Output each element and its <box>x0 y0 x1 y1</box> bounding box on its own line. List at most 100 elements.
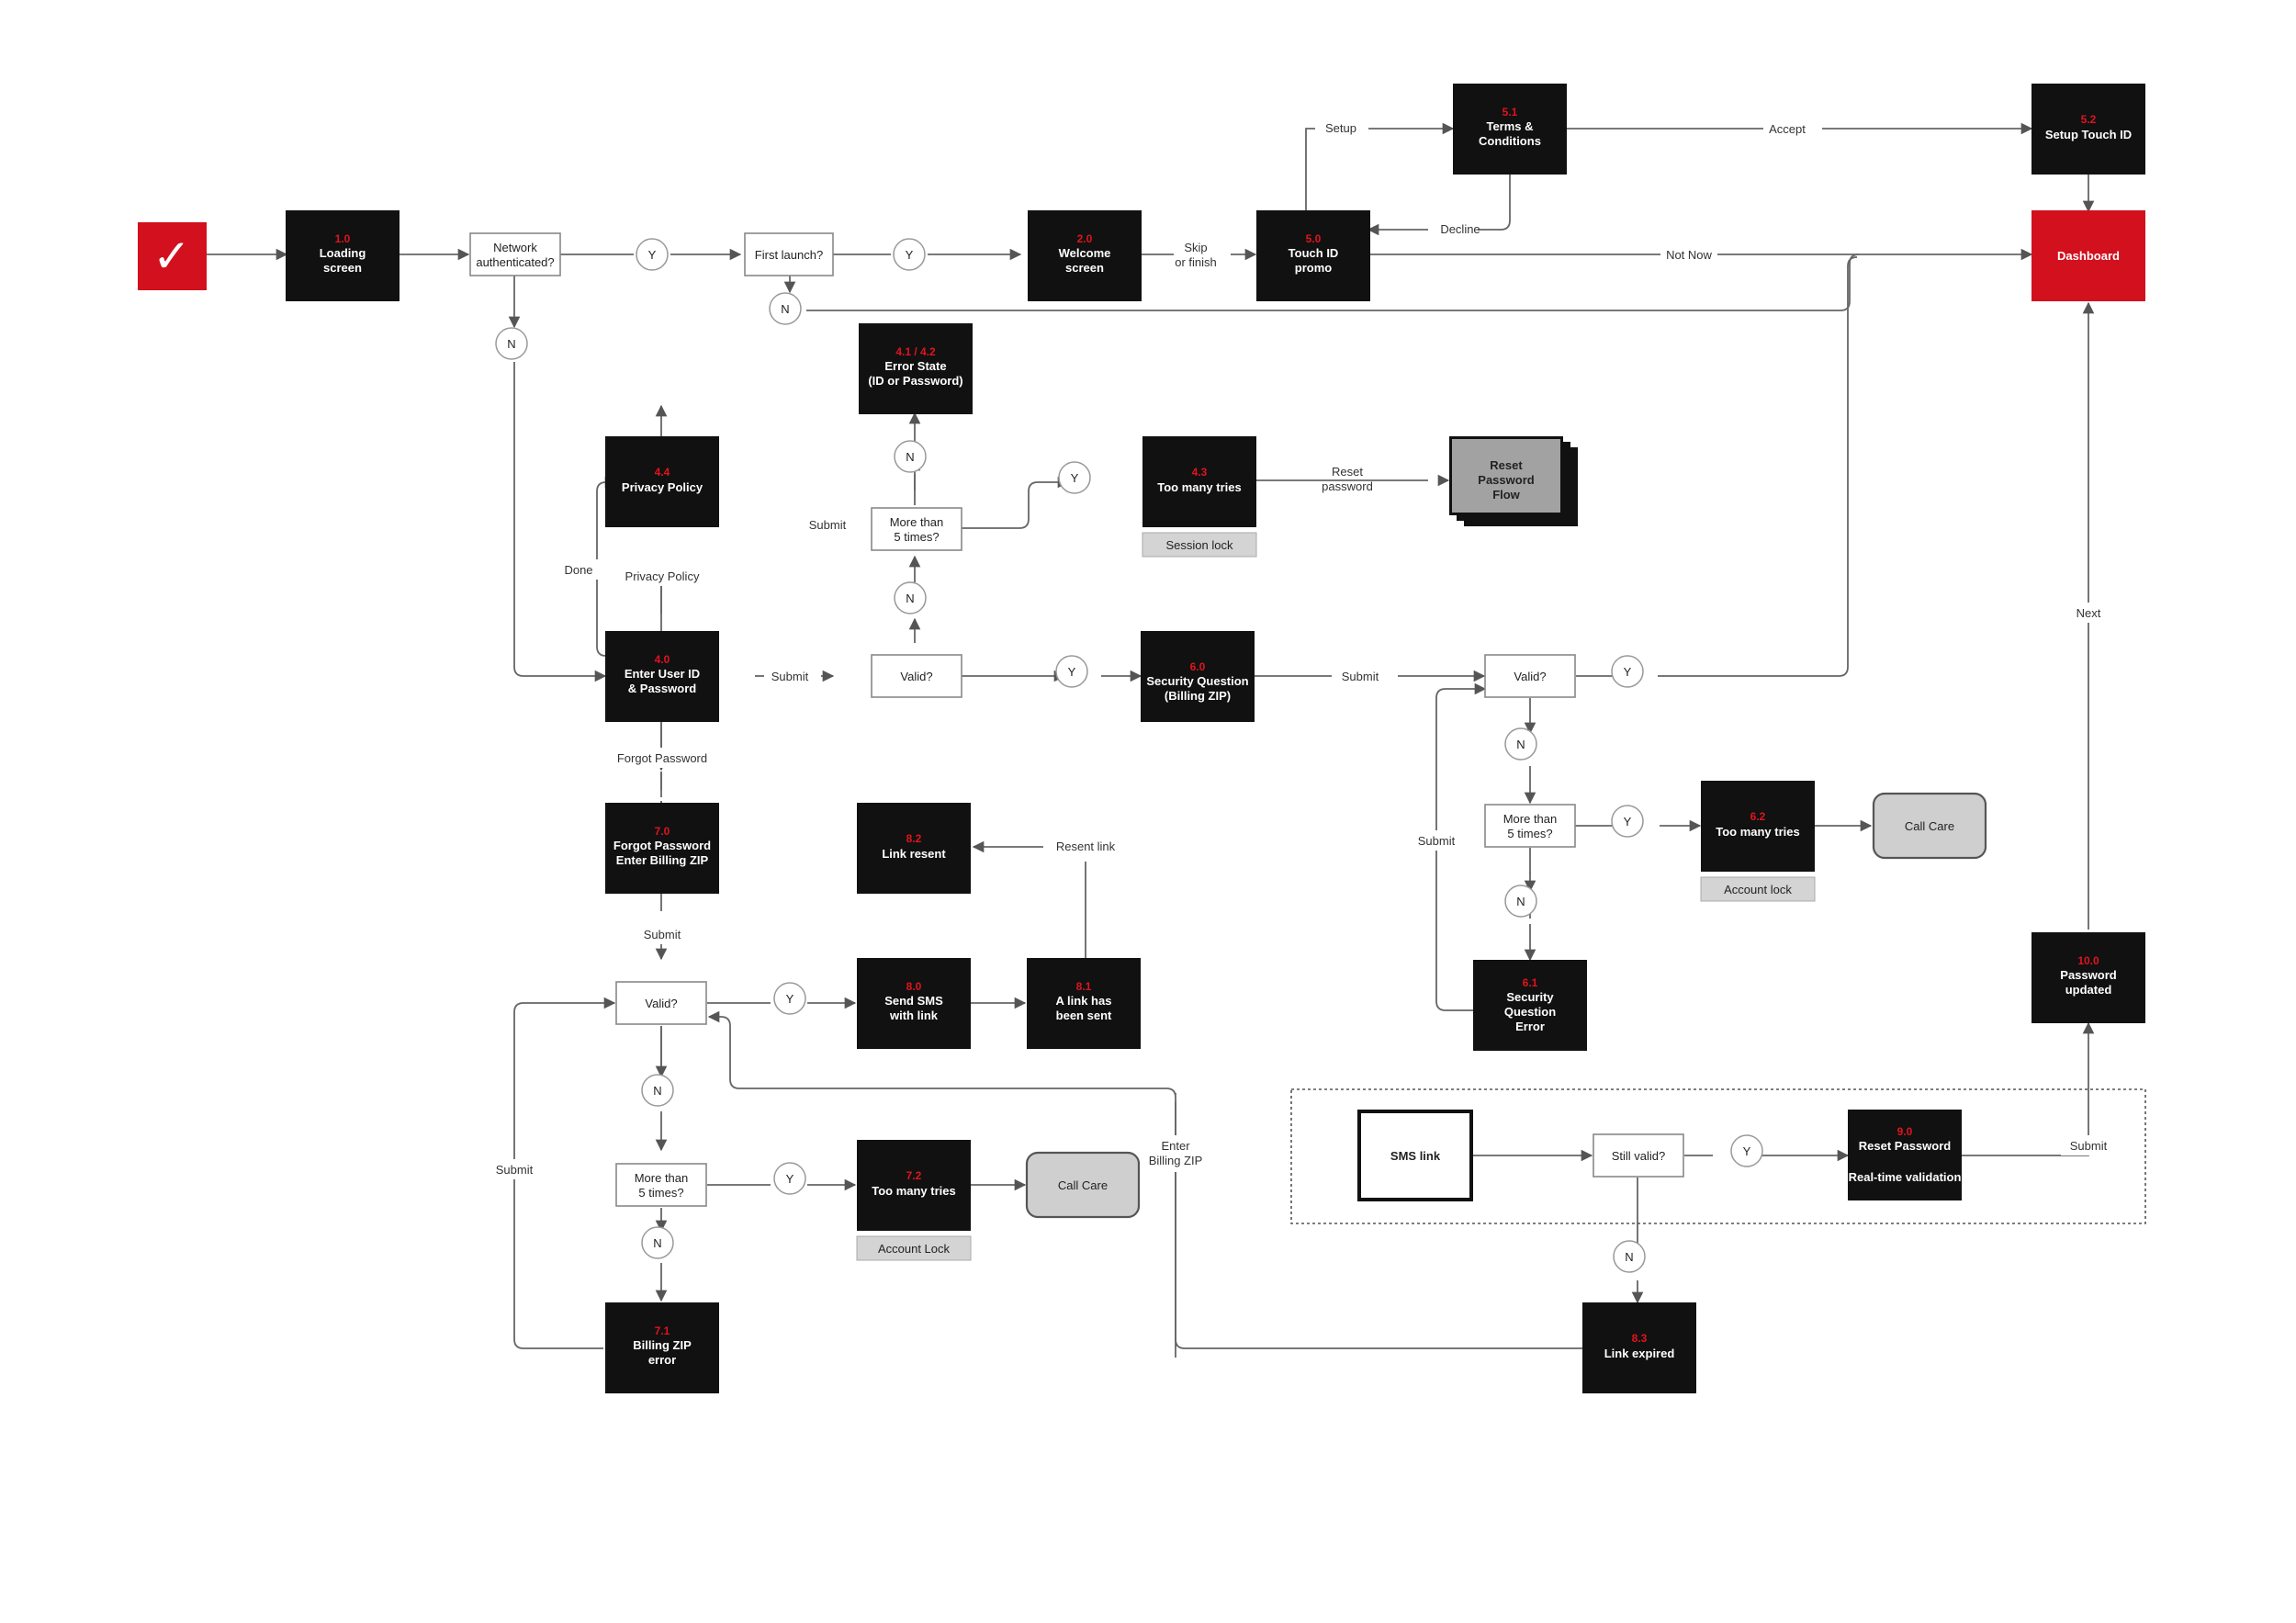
no-label: N <box>906 450 914 464</box>
decision-more-than-5-login[interactable]: More than 5 times? <box>871 507 962 551</box>
edge-label-submit: Submit <box>2070 1139 2108 1153</box>
screen-node-4-4[interactable]: 4.4 Privacy Policy <box>605 436 719 527</box>
decision-network-authenticated[interactable]: Network authenticated? <box>469 232 561 276</box>
edge-label-next: Next <box>2077 606 2101 620</box>
checkmark-icon: ✓ <box>152 230 191 283</box>
node-label: & Password <box>628 682 696 695</box>
screen-node-9-0[interactable]: 9.0 Reset Password Real-time validation <box>1848 1110 1962 1200</box>
no-circle: N <box>894 581 927 614</box>
no-circle: N <box>641 1226 674 1259</box>
session-lock-tag: Session lock <box>1142 532 1257 558</box>
screen-node-6-2[interactable]: 6.2 Too many tries <box>1701 781 1815 872</box>
node-number: 4.0 <box>655 653 670 666</box>
node-label: Password <box>1478 473 1534 487</box>
decision-first-launch[interactable]: First launch? <box>744 232 834 276</box>
node-label: Welcome <box>1059 246 1111 260</box>
node-label: Conditions <box>1479 134 1541 148</box>
node-label: updated <box>2065 983 2112 997</box>
decision-more-than-5-zip[interactable]: More than 5 times? <box>615 1163 707 1207</box>
node-label: SMS link <box>1390 1149 1441 1163</box>
screen-node-5-2[interactable]: 5.2 Setup Touch ID <box>2032 84 2145 175</box>
connectors <box>206 122 2095 1358</box>
decision-valid-security[interactable]: Valid? <box>1484 654 1576 698</box>
decision-label: More than <box>890 515 944 529</box>
node-label: Billing ZIP <box>633 1338 692 1352</box>
decision-label: More than <box>635 1171 689 1185</box>
screen-node-7-2[interactable]: 7.2 Too many tries <box>857 1140 971 1231</box>
edge-label-skip: Skip <box>1184 241 1207 254</box>
node-label: Touch ID <box>1289 246 1339 260</box>
yes-circle: Y <box>1055 655 1088 688</box>
node-number: 2.0 <box>1077 232 1093 245</box>
screen-node-6-1[interactable]: 6.1 Security Question Error <box>1473 960 1587 1051</box>
yes-label: Y <box>906 248 914 262</box>
node-label: Setup Touch ID <box>2045 128 2132 141</box>
no-circle: N <box>1504 727 1537 761</box>
yes-circle: Y <box>1730 1134 1763 1167</box>
call-care-button[interactable]: Call Care <box>1872 792 1987 860</box>
node-label: Reset Password <box>1859 1139 1951 1153</box>
node-label: Flow <box>1492 488 1520 502</box>
screen-node-5-0[interactable]: 5.0 Touch ID promo <box>1256 210 1370 301</box>
node-label: Send SMS <box>884 994 943 1008</box>
node-label: Forgot Password <box>613 839 711 852</box>
yes-label: Y <box>786 992 794 1006</box>
node-number: 10.0 <box>2077 954 2099 967</box>
no-circle: N <box>769 292 802 325</box>
call-care-button-2[interactable]: Call Care <box>1025 1151 1141 1219</box>
edge-label-accept: Accept <box>1769 122 1806 136</box>
screen-node-10-0[interactable]: 10.0 Password updated <box>2032 932 2145 1023</box>
decision-valid-login[interactable]: Valid? <box>871 654 962 698</box>
screen-node-4-3[interactable]: 4.3 Too many tries <box>1142 436 1256 527</box>
node-label: Enter Billing ZIP <box>616 853 709 867</box>
node-number: 8.3 <box>1632 1332 1648 1345</box>
screen-node-5-1[interactable]: 5.1 Terms & Conditions <box>1453 84 1567 175</box>
screen-node-8-0[interactable]: 8.0 Send SMS with link <box>857 958 971 1049</box>
screen-node-1-0[interactable]: 1.0 Loading screen <box>286 210 400 301</box>
node-label: Terms & <box>1486 119 1533 133</box>
edge-label-submit: Submit <box>771 670 809 683</box>
reset-password-flow-stack[interactable]: Reset Password Flow <box>1449 436 1578 526</box>
node-label: Too many tries <box>1716 825 1800 839</box>
no-label: N <box>507 337 515 351</box>
screen-node-4-1-4-2[interactable]: 4.1 / 4.2 Error State (ID or Password) <box>859 323 973 414</box>
screen-node-8-3[interactable]: 8.3 Link expired <box>1582 1302 1696 1393</box>
no-label: N <box>1516 895 1525 908</box>
screen-node-7-1[interactable]: 7.1 Billing ZIP error <box>605 1302 719 1393</box>
edge-label-not-now: Not Now <box>1666 248 1712 262</box>
screen-node-6-0[interactable]: 6.0 Security Question (Billing ZIP) <box>1141 631 1255 722</box>
screen-node-4-0[interactable]: 4.0 Enter User ID & Password <box>605 631 719 722</box>
node-label: Security <box>1506 990 1554 1004</box>
edge-label-reset-password: password <box>1322 479 1373 493</box>
node-number: 6.1 <box>1523 976 1538 989</box>
node-label: Question <box>1504 1005 1556 1019</box>
yes-label: Y <box>1071 471 1079 485</box>
dashboard-node[interactable]: Dashboard <box>2032 210 2145 301</box>
no-label: N <box>906 592 914 605</box>
account-lock-tag-2: Account Lock <box>856 1235 972 1261</box>
node-label: error <box>648 1353 676 1367</box>
screen-node-7-0[interactable]: 7.0 Forgot Password Enter Billing ZIP <box>605 803 719 894</box>
yes-label: Y <box>1743 1144 1751 1158</box>
decision-label: Network <box>493 241 537 254</box>
node-label: been sent <box>1056 1009 1112 1022</box>
node-label: screen <box>1065 261 1104 275</box>
decision-still-valid[interactable]: Still valid? <box>1593 1133 1684 1178</box>
yes-circle: Y <box>636 238 669 271</box>
yes-label: Y <box>786 1172 794 1186</box>
sms-link-node[interactable]: SMS link <box>1357 1110 1473 1201</box>
node-label: Security Question <box>1146 674 1248 688</box>
node-number: 8.0 <box>906 980 922 993</box>
decision-label: Valid? <box>645 997 677 1010</box>
decision-more-than-5-security[interactable]: More than 5 times? <box>1484 804 1576 848</box>
edge-label-forgot-password: Forgot Password <box>617 751 707 765</box>
decision-valid-zip[interactable]: Valid? <box>615 981 707 1025</box>
screen-node-8-1[interactable]: 8.1 A link has been sent <box>1027 958 1141 1049</box>
node-number: 9.0 <box>1897 1125 1913 1138</box>
screen-node-2-0[interactable]: 2.0 Welcome screen <box>1028 210 1142 301</box>
screen-node-8-2[interactable]: 8.2 Link resent <box>857 803 971 894</box>
yes-circle: Y <box>893 238 926 271</box>
edge-label-done: Done <box>564 563 592 577</box>
yes-label: Y <box>1624 665 1632 679</box>
node-label: Enter User ID <box>625 667 700 681</box>
